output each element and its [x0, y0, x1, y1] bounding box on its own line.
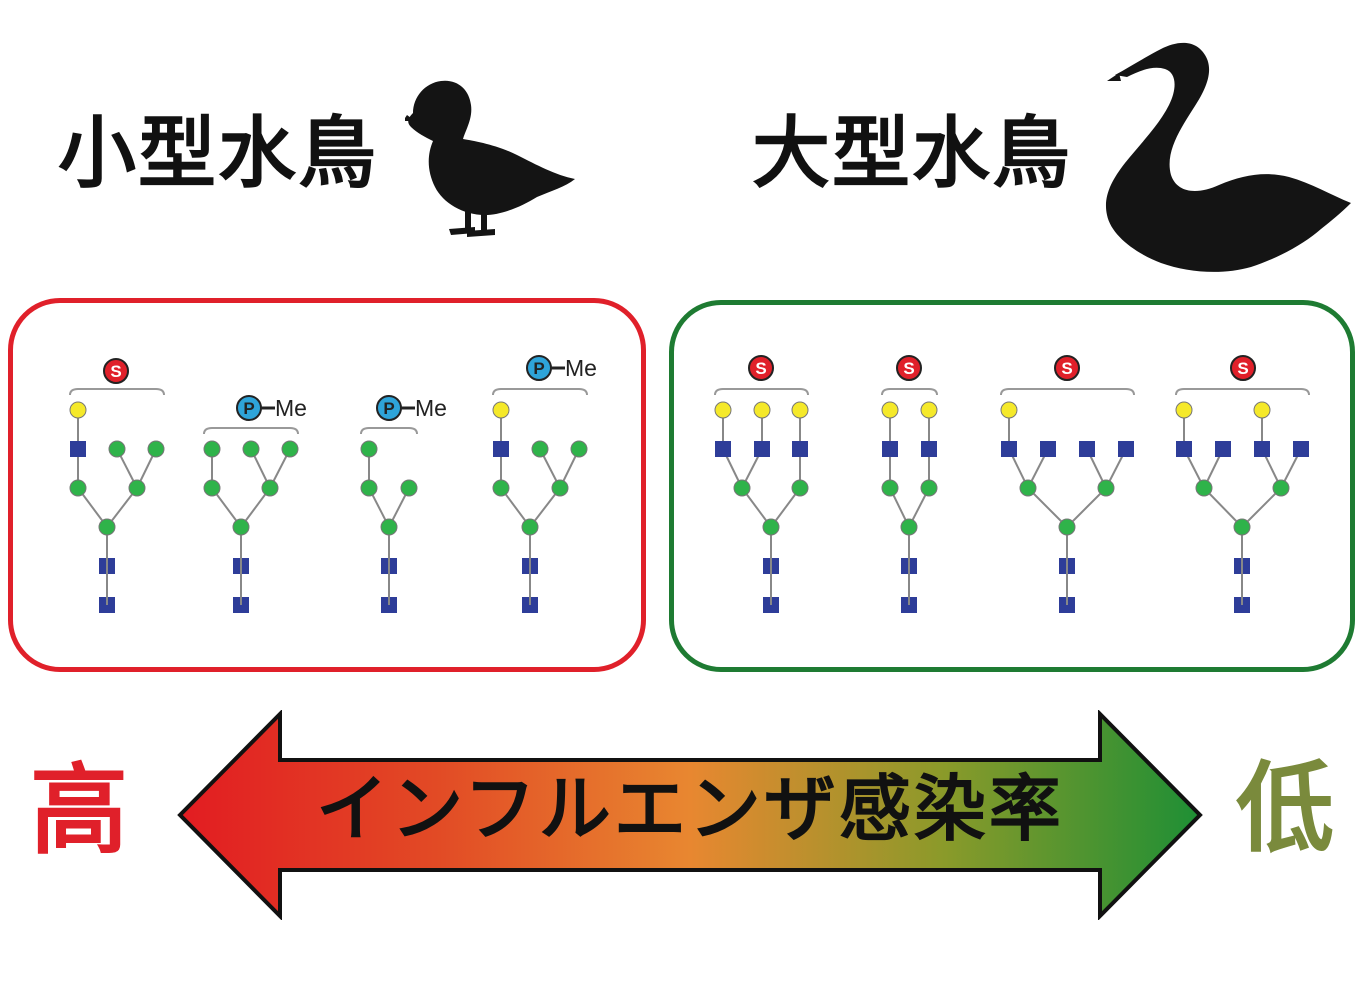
swan-icon: [1105, 42, 1351, 272]
phospho-methyl-badge: P Me: [526, 355, 597, 381]
sialic-label: S: [110, 362, 121, 381]
large-waterfowl-title: 大型水鳥: [752, 109, 1073, 199]
mannose-circle: [261, 479, 279, 497]
glcnac-square: [1079, 441, 1095, 457]
mannose-circle: [69, 479, 87, 497]
sialic-acid-badge: S: [748, 355, 774, 381]
mannose-circle: [242, 440, 260, 458]
mannose-circle: [1195, 479, 1213, 497]
glcnac-square: [882, 441, 898, 457]
galactose-circle: [753, 401, 771, 419]
galactose-circle: [69, 401, 87, 419]
mannose-circle: [1097, 479, 1115, 497]
glcnac-square: [1001, 441, 1017, 457]
sialic-label: S: [1061, 359, 1072, 378]
glycan-bond: [1241, 487, 1282, 528]
glcnac-square: [754, 441, 770, 457]
methyl-label: Me: [415, 395, 447, 421]
mannose-circle: [360, 479, 378, 497]
sialic-label: S: [903, 359, 914, 378]
phospho-methyl-badge: P Me: [376, 395, 447, 421]
glcnac-square: [1254, 441, 1270, 457]
small-waterfowl-title: 小型水鳥: [58, 109, 379, 199]
galactose-circle: [1175, 401, 1193, 419]
mannose-circle: [380, 518, 398, 536]
sialic-label: S: [1237, 359, 1248, 378]
mannose-circle: [400, 479, 418, 497]
glcnac-square: [921, 441, 937, 457]
mannose-circle: [791, 479, 809, 497]
mannose-circle: [492, 479, 510, 497]
mannose-circle: [900, 518, 918, 536]
mannose-circle: [570, 440, 588, 458]
glcnac-square: [1118, 441, 1134, 457]
mannose-circle: [232, 518, 250, 536]
low-label: 低: [1236, 752, 1335, 866]
antenna-brace: [203, 427, 299, 435]
glcnac-square: [1215, 441, 1231, 457]
galactose-circle: [714, 401, 732, 419]
glycan-bond: [1066, 487, 1107, 528]
duck-icon: [405, 80, 575, 237]
antenna-brace: [1175, 388, 1310, 396]
antenna-brace: [360, 427, 418, 435]
mannose-circle: [551, 479, 569, 497]
phospho-label: P: [383, 399, 394, 418]
phospho-label: P: [533, 359, 544, 378]
methyl-label: Me: [565, 355, 597, 381]
infection-rate-arrow: [177, 710, 1203, 920]
glcnac-square: [70, 441, 86, 457]
sialic-acid-badge: S: [103, 358, 129, 384]
mannose-circle: [108, 440, 126, 458]
galactose-circle: [1253, 401, 1271, 419]
sialic-label: S: [755, 359, 766, 378]
mannose-circle: [1272, 479, 1290, 497]
glcnac-square: [1176, 441, 1192, 457]
sialic-acid-badge: S: [1230, 355, 1256, 381]
mannose-circle: [128, 479, 146, 497]
mannose-circle: [920, 479, 938, 497]
mannose-circle: [203, 440, 221, 458]
infection-rate-label: インフルエンザ感染率: [316, 767, 1064, 851]
high-label: 高: [30, 754, 129, 868]
sialic-acid-badge: S: [1054, 355, 1080, 381]
galactose-circle: [492, 401, 510, 419]
mannose-circle: [521, 518, 539, 536]
mannose-circle: [881, 479, 899, 497]
antenna-brace: [69, 388, 165, 396]
sialic-acid-badge: S: [896, 355, 922, 381]
mannose-circle: [281, 440, 299, 458]
glycan-bond: [1203, 487, 1243, 528]
phospho-label: P: [243, 399, 254, 418]
mannose-circle: [203, 479, 221, 497]
galactose-circle: [791, 401, 809, 419]
mannose-circle: [762, 518, 780, 536]
antenna-brace: [881, 388, 938, 396]
methyl-label: Me: [275, 395, 307, 421]
antenna-brace: [714, 388, 809, 396]
galactose-circle: [881, 401, 899, 419]
glcnac-square: [1293, 441, 1309, 457]
mannose-circle: [1233, 518, 1251, 536]
mannose-circle: [147, 440, 165, 458]
glcnac-square: [792, 441, 808, 457]
mannose-circle: [531, 440, 549, 458]
galactose-circle: [1000, 401, 1018, 419]
mannose-circle: [98, 518, 116, 536]
antenna-brace: [1000, 388, 1135, 396]
glcnac-square: [715, 441, 731, 457]
antenna-brace: [492, 388, 588, 396]
mannose-circle: [733, 479, 751, 497]
glcnac-square: [1040, 441, 1056, 457]
mannose-circle: [1019, 479, 1037, 497]
phospho-methyl-badge: P Me: [236, 395, 307, 421]
galactose-circle: [920, 401, 938, 419]
glycan-bond: [1027, 487, 1068, 528]
mannose-circle: [1058, 518, 1076, 536]
mannose-circle: [360, 440, 378, 458]
glcnac-square: [493, 441, 509, 457]
